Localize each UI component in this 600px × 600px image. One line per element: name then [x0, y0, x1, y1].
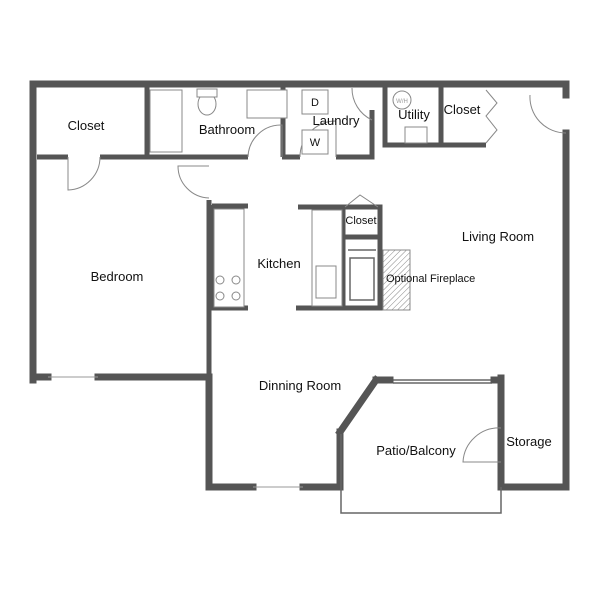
- room-label-closet-kitchen: Closet: [345, 215, 376, 227]
- room-label-kitchen: Kitchen: [257, 256, 300, 271]
- room-label-bathroom: Bathroom: [199, 122, 255, 137]
- bathtub: [149, 89, 183, 153]
- kitchen-sink: [315, 265, 337, 299]
- room-label-bedroom: Bedroom: [91, 269, 144, 284]
- washer: [301, 129, 329, 155]
- washer-label: W: [310, 137, 321, 149]
- room-label-patio: Patio/Balcony: [376, 443, 456, 458]
- utility-sink: [404, 126, 428, 144]
- exterior-walls: [29, 80, 570, 491]
- dryer: [301, 89, 329, 115]
- room-label-living-room: Living Room: [462, 229, 534, 244]
- room-label-dining-room: Dinning Room: [259, 378, 341, 393]
- kitchen-counter: [213, 208, 245, 308]
- room-label-closet-right: Closet: [444, 102, 481, 117]
- water-heater-label: W/H: [396, 99, 408, 105]
- room-labels: Closet Bathroom Laundry Utility Closet B…: [68, 102, 552, 458]
- fixtures: [149, 88, 428, 311]
- bathroom-sink: [246, 89, 288, 119]
- patio-railing: [340, 434, 502, 514]
- room-label-fireplace: Optional Fireplace: [386, 273, 475, 285]
- room-label-utility: Utility: [398, 107, 430, 122]
- fireplace-hatch: [382, 249, 411, 311]
- room-label-storage: Storage: [506, 434, 552, 449]
- water-heater: [392, 90, 412, 110]
- fixture-labels: D W W/H: [310, 97, 408, 149]
- room-label-closet-left: Closet: [68, 118, 105, 133]
- room-label-laundry: Laundry: [313, 113, 360, 128]
- dryer-label: D: [311, 97, 319, 109]
